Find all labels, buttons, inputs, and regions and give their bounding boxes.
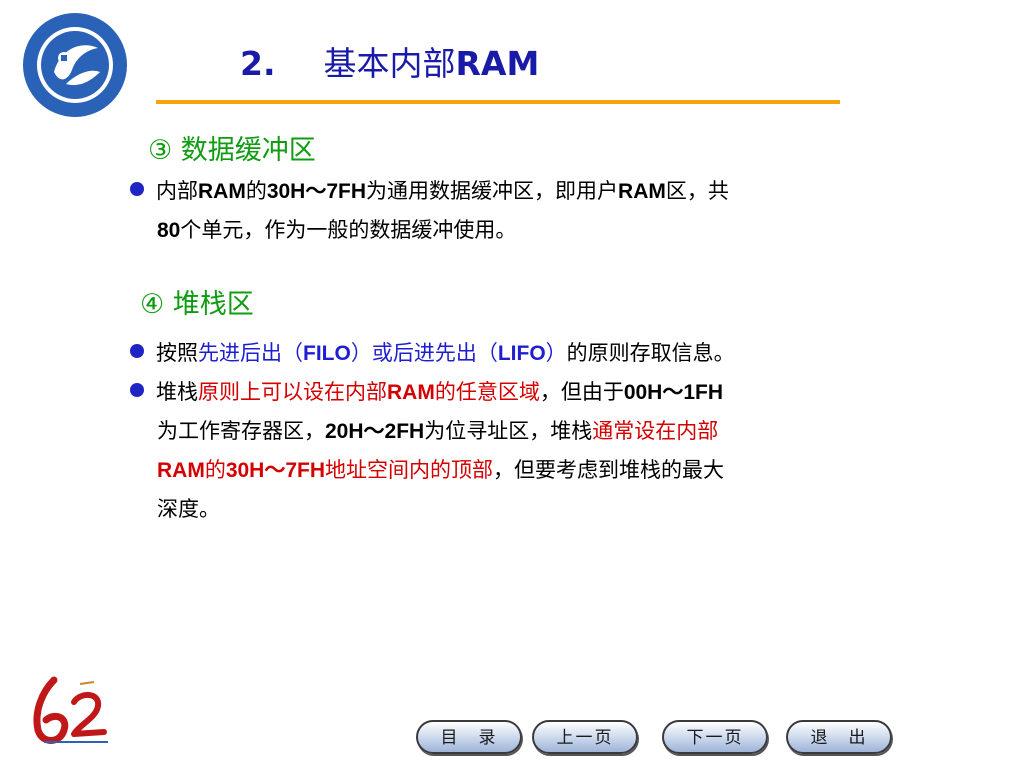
paragraph-line: 80个单元，作为一般的数据缓冲使用。 xyxy=(130,211,950,250)
paragraph-stack-location: 堆栈原则上可以设在内部RAM的任意区域，但由于00H～1FH 为工作寄存器区，2… xyxy=(130,373,950,529)
bullet-dot-icon xyxy=(130,182,144,196)
exit-button[interactable]: 退 出 xyxy=(786,720,892,754)
paragraph-data-buffer: 内部RAM的30H～7FH为通用数据缓冲区，即用户RAM区，共 80个单元，作为… xyxy=(130,172,950,250)
paragraph-line: 为工作寄存器区，20H～2FH为位寻址区，堆栈通常设在内部 xyxy=(130,412,950,451)
next-page-button[interactable]: 下一页 xyxy=(662,720,768,754)
text-span: 的任意区域 xyxy=(434,380,540,404)
text-span: ） xyxy=(545,341,567,365)
text-span: 通常设在内部 xyxy=(592,419,719,443)
section-heading-stack: ④ 堆栈区 xyxy=(140,289,254,320)
anniversary-logo xyxy=(24,672,116,752)
text-span: RAM xyxy=(618,180,666,203)
text-span: 20H～2FH xyxy=(325,420,425,443)
bullet-dot-icon xyxy=(130,344,144,358)
text-span: 区，共 xyxy=(665,179,729,203)
paragraph-line: 堆栈原则上可以设在内部RAM的任意区域，但由于00H～1FH xyxy=(130,373,950,412)
text-span: ）或后进先出（ xyxy=(350,341,498,365)
text-span: 的原则存取信息。 xyxy=(566,341,735,365)
text-span: 00H～1FH xyxy=(623,381,724,404)
text-span: RAM xyxy=(198,180,246,203)
title-text-en: RAM xyxy=(455,44,540,83)
text-span: 地址空间内的顶部 xyxy=(325,458,494,482)
text-span: 先进后出（ xyxy=(198,341,303,365)
table-of-contents-button[interactable]: 目 录 xyxy=(416,720,522,754)
bullet-dot-icon xyxy=(130,383,144,397)
text-span: 原则上可以设在内部 xyxy=(198,380,387,404)
title-number: 2. xyxy=(240,44,276,83)
paragraph-line: 深度。 xyxy=(130,490,950,529)
text-span: 为通用数据缓冲区，即用户 xyxy=(366,179,619,203)
text-span: ，但由于 xyxy=(539,380,624,404)
text-span: RAM xyxy=(157,459,205,482)
text-span: 堆栈 xyxy=(156,380,198,404)
previous-page-button[interactable]: 上一页 xyxy=(532,720,638,754)
text-span: 为位寻址区，堆栈 xyxy=(424,419,593,443)
anniversary-62-icon xyxy=(33,676,108,744)
slide-title: 2. 基本内部RAM xyxy=(240,44,539,84)
text-span: 为工作寄存器区， xyxy=(157,419,325,443)
text-span: 的 xyxy=(204,458,226,482)
university-logo xyxy=(20,10,130,120)
section-heading-data-buffer: ③ 数据缓冲区 xyxy=(148,135,316,166)
title-text-zh: 基本内部 xyxy=(323,44,456,83)
text-span: ，但要考虑到堆栈的最大 xyxy=(493,458,725,482)
paragraph-line: RAM的30H～7FH地址空间内的顶部，但要考虑到堆栈的最大 xyxy=(130,451,950,490)
text-span: 30H～7FH xyxy=(266,180,367,203)
text-span: 个单元，作为一般的数据缓冲使用。 xyxy=(180,218,517,242)
text-span: FILO xyxy=(303,342,351,365)
paragraph-line: 按照先进后出（FILO）或后进先出（LIFO）的原则存取信息。 xyxy=(130,334,950,373)
paragraph-line: 内部RAM的30H～7FH为通用数据缓冲区，即用户RAM区，共 xyxy=(130,172,950,211)
paragraph-stack-principle: 按照先进后出（FILO）或后进先出（LIFO）的原则存取信息。 xyxy=(130,334,950,373)
text-span: 的 xyxy=(245,179,267,203)
text-span: LIFO xyxy=(497,342,546,365)
university-seal-icon xyxy=(23,13,127,117)
text-span: 内部 xyxy=(156,179,198,203)
text-span: 深度。 xyxy=(157,497,220,521)
text-span: 按照 xyxy=(156,341,198,365)
text-span: RAM xyxy=(387,381,435,404)
text-span: 80 xyxy=(157,219,181,242)
text-span: 30H～7FH xyxy=(225,459,326,482)
title-underline xyxy=(156,100,840,104)
